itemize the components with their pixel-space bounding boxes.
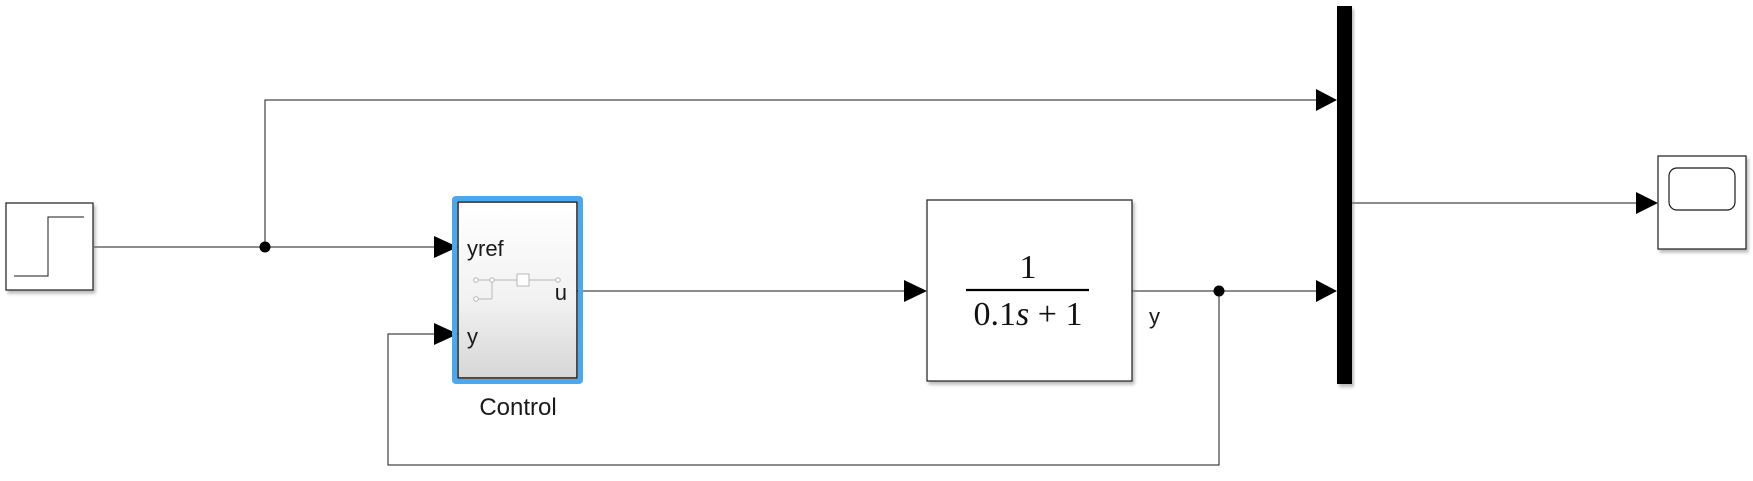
denominator-constant: + 1 (1029, 296, 1082, 333)
transfer-fcn-denominator: 0.1s + 1 (974, 296, 1083, 333)
arrowheads (434, 89, 1658, 345)
branch-point-reference (259, 241, 271, 253)
arrowhead-yref (434, 236, 458, 258)
signal-feedback-y[interactable] (387, 291, 1220, 466)
control-subsystem-block[interactable]: yref y u (452, 196, 583, 384)
scope-icon (1668, 167, 1736, 211)
arrowhead-mux-in1 (1316, 89, 1337, 111)
subsystem-contents-icon (473, 273, 561, 302)
arrowhead-plant-in (904, 280, 927, 302)
step-block[interactable] (5, 202, 94, 291)
port-label-y: y (467, 324, 478, 349)
arrowhead-y-in (434, 323, 458, 345)
step-icon (14, 216, 84, 277)
control-block-name[interactable]: Control (479, 394, 556, 421)
denominator-variable: s (1016, 296, 1029, 333)
signal-branch-to-mux-in1[interactable] (264, 99, 1316, 247)
port-label-yref: yref (467, 236, 505, 261)
arrowhead-mux-in2 (1316, 280, 1337, 302)
arrowhead-scope-in (1636, 192, 1658, 214)
transfer-fcn-numerator: 1 (1020, 249, 1037, 286)
transfer-fcn-block[interactable]: 1 0.1s + 1 (926, 199, 1133, 382)
scope-block[interactable] (1657, 155, 1747, 250)
branch-point-output (1213, 285, 1225, 297)
selection-highlight (452, 196, 583, 384)
port-label-u: u (555, 280, 567, 305)
signal-lines (94, 99, 1636, 466)
denominator-coefficient: 0.1 (974, 296, 1017, 333)
mux-block[interactable] (1337, 6, 1352, 384)
signal-label-y[interactable]: y (1149, 304, 1160, 329)
